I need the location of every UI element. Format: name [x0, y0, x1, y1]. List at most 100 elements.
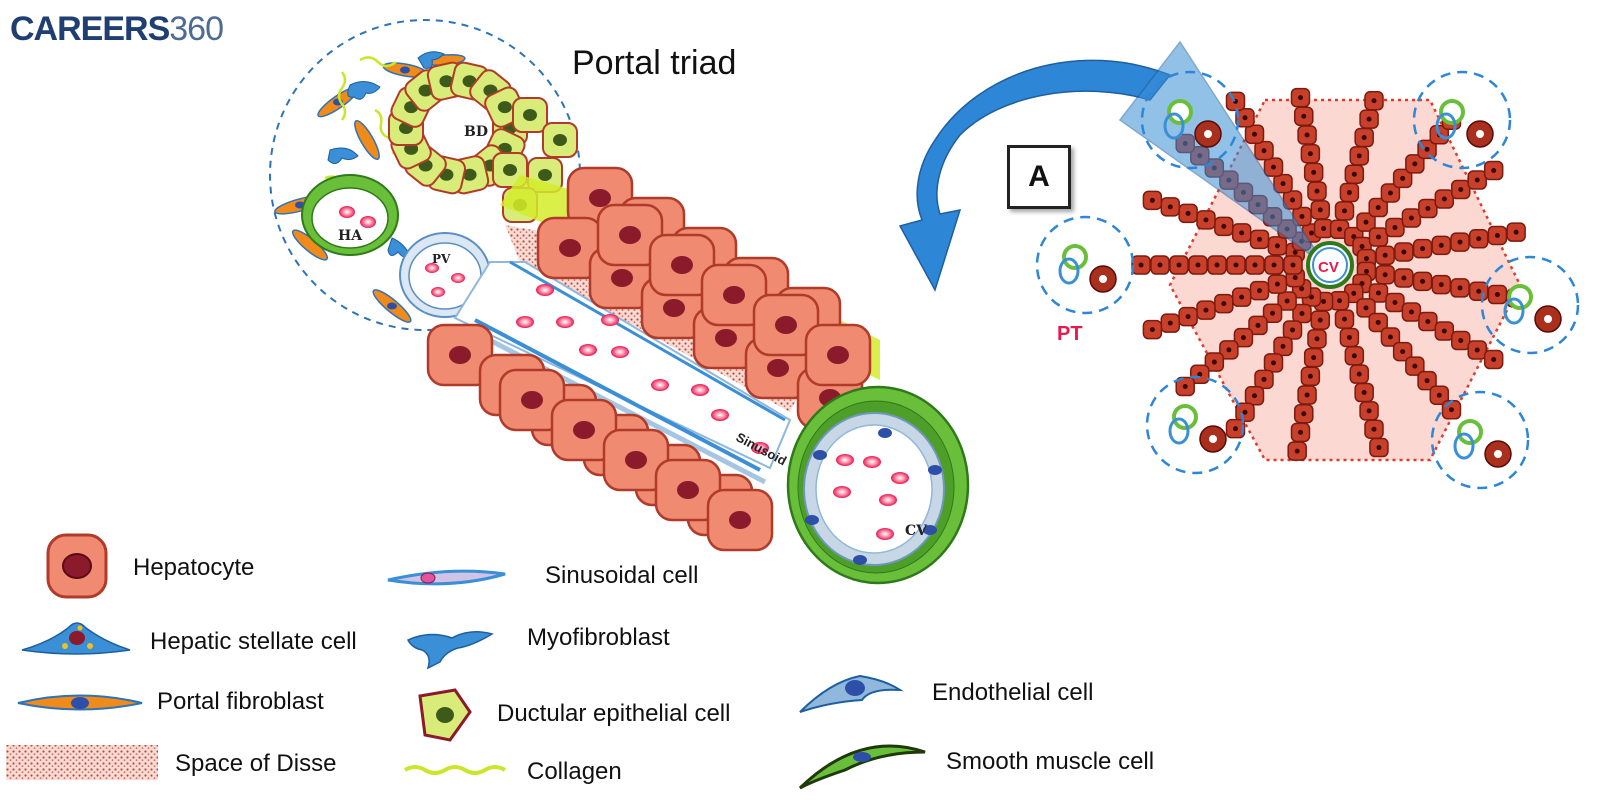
lobule-nucleus [1392, 225, 1398, 230]
lobule-nucleus [1392, 300, 1398, 305]
lobule-nucleus [1382, 272, 1388, 278]
lobule-nucleus [1400, 349, 1406, 355]
rbc [691, 384, 709, 396]
hepatocyte-nucleus [715, 329, 737, 347]
lobule-nucleus [1361, 390, 1367, 396]
lobule-nucleus [1359, 244, 1365, 249]
lobule-nucleus [1197, 371, 1203, 377]
curved-arrow [898, 59, 1172, 292]
lobule-nucleus [1233, 262, 1239, 268]
lobule-nucleus [1476, 288, 1482, 294]
lobule-nucleus [1309, 230, 1314, 236]
lobule-nucleus [1408, 215, 1414, 221]
ductular-nucleus [553, 134, 567, 146]
triad-artery [1457, 419, 1483, 445]
lobule-nucleus [1292, 249, 1298, 255]
lobule-nucleus [1290, 262, 1296, 268]
legend-ductular: Ductular epithelial cell [497, 700, 731, 727]
lobule-nucleus [1351, 353, 1357, 359]
ductular-nucleus [523, 109, 537, 121]
legend-smooth-muscle: Smooth muscle cell [946, 748, 1155, 775]
lobule-nucleus [1299, 214, 1305, 220]
lobule-nucleus [1346, 190, 1352, 196]
lobule-nucleus [1176, 262, 1182, 268]
lobule-nucleus [1284, 298, 1290, 304]
triad-duct-lumen [1476, 130, 1484, 138]
lobule-nucleus [1371, 98, 1377, 104]
lobule-nucleus [1387, 334, 1393, 340]
lobule-nucleus [1167, 320, 1173, 326]
lobule-nucleus [1321, 298, 1327, 304]
hepatocyte-nucleus [827, 346, 849, 364]
lobule-nucleus [1301, 113, 1307, 119]
lobule-nucleus [1274, 281, 1280, 287]
hepatocyte-nucleus [449, 346, 471, 364]
lobule-cv-label: CV [1318, 259, 1339, 276]
lobule-nucleus [1299, 286, 1305, 292]
triad-duct-lumen [1544, 315, 1552, 323]
lobule-nucleus [1257, 288, 1263, 294]
lobule-nucleus [1297, 429, 1303, 435]
triad-vein [1503, 297, 1525, 325]
lobule-nucleus [1211, 359, 1217, 365]
lobule-nucleus [1149, 327, 1155, 333]
central-vein: CV [786, 385, 970, 585]
lobule-nucleus [1239, 294, 1245, 300]
triad-boundary [1035, 215, 1135, 315]
sinusoid-rbcs [516, 284, 769, 454]
lobule-nucleus [1307, 373, 1313, 379]
lobule-nucleus [1337, 298, 1343, 304]
lobule-nucleus [1299, 310, 1305, 316]
rbc [579, 344, 597, 356]
lobule-nucleus [1438, 242, 1444, 248]
lobule-nucleus [1242, 115, 1248, 121]
legend-collagen: Collagen [527, 758, 622, 785]
lobule-nucleus [1167, 204, 1173, 210]
lobule-nucleus [1341, 208, 1347, 214]
lobule-nucleus [1420, 278, 1426, 284]
panel-label-a: A [1007, 145, 1071, 209]
lobule-nucleus [1408, 309, 1414, 315]
lobule-nucleus [1351, 171, 1357, 177]
lobule-nucleus [1400, 175, 1406, 181]
triad-vein [1435, 112, 1457, 140]
triad-vein [1168, 417, 1190, 445]
lobule-nucleus [1252, 131, 1257, 137]
hepatocyte-nucleus [775, 316, 797, 334]
lobule-nucleus [1252, 262, 1258, 268]
lobule-nucleus [1240, 335, 1246, 341]
lobule-nucleus [1412, 161, 1418, 167]
lobule-nucleus [1341, 316, 1347, 322]
lobule-nucleus [1271, 360, 1276, 366]
lobule-nucleus [1270, 310, 1276, 316]
lobule-nucleus [1513, 229, 1519, 235]
lobule-nucleus [1280, 343, 1286, 349]
lobule-nucleus [1314, 336, 1320, 342]
hepatocyte-nucleus [619, 226, 641, 244]
lobule-nucleus [1375, 234, 1381, 240]
lobule-nucleus [1346, 334, 1352, 340]
legend-sinusoidal: Sinusoidal cell [545, 562, 699, 589]
triad-artery [1507, 284, 1533, 310]
lobule-nucleus [1261, 376, 1267, 382]
lobule-nucleus [1412, 363, 1418, 369]
legend-stellate: Hepatic stellate cell [150, 628, 357, 655]
lobule-nucleus [1476, 236, 1482, 242]
lobule-nucleus [1438, 282, 1444, 288]
hepatocyte-nucleus [559, 239, 581, 257]
lobule-nucleus [1458, 187, 1464, 192]
lobule-nucleus [1401, 249, 1407, 255]
lobule-nucleus [1375, 290, 1381, 296]
lobule-nucleus [1363, 268, 1369, 274]
lobule-nucleus [1292, 275, 1298, 281]
lobule-nucleus [1387, 190, 1393, 196]
lobule-nucleus [1425, 319, 1431, 324]
ductular-nucleus [497, 101, 512, 114]
legend-collagen-icon [403, 765, 507, 775]
triad-boundary [1412, 70, 1512, 170]
rbc [611, 346, 629, 358]
lobule-nucleus [1257, 236, 1263, 242]
legend-endothelial: Endothelial cell [932, 679, 1094, 706]
rbc [516, 316, 534, 328]
